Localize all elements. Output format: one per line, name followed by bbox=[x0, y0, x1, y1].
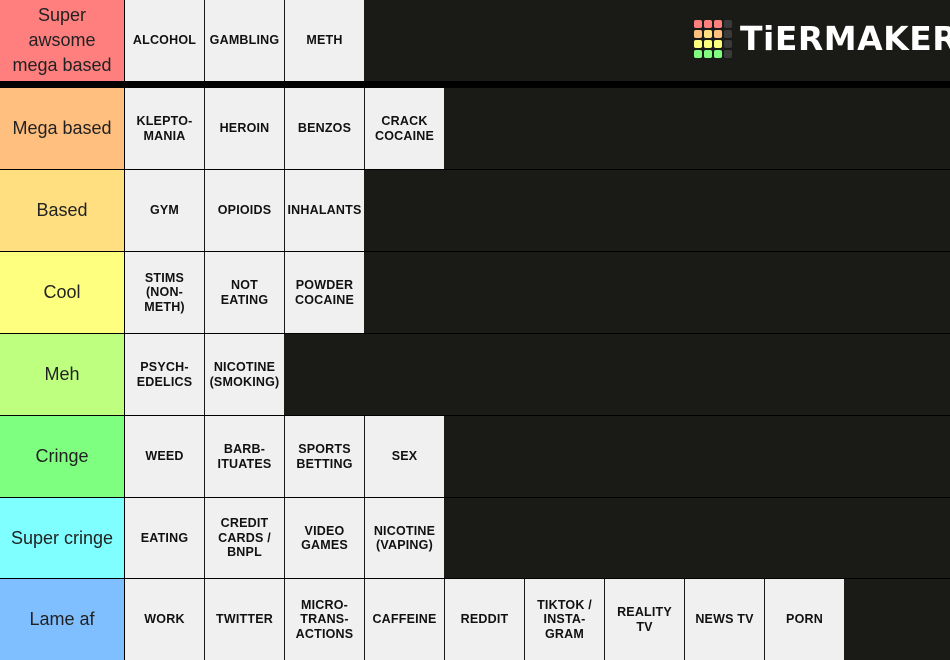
tier-item-card[interactable]: REDDIT bbox=[445, 579, 524, 660]
tier-item-card[interactable]: WEED bbox=[125, 416, 204, 497]
tier-item-card[interactable]: POWDER COCAINE bbox=[285, 252, 364, 333]
logo-square bbox=[694, 30, 702, 38]
tier-item-card[interactable]: CAFFEINE bbox=[365, 579, 444, 660]
tier-item-card[interactable]: GYM bbox=[125, 170, 204, 251]
logo-square bbox=[724, 30, 732, 38]
tier-item-card[interactable]: CREDIT CARDS / BNPL bbox=[205, 498, 284, 578]
tier-item-card[interactable]: WORK bbox=[125, 579, 204, 660]
tier-label[interactable]: Mega based bbox=[0, 88, 125, 169]
logo-square bbox=[724, 50, 732, 58]
tier-item-card[interactable]: NICOTINE (VAPING) bbox=[365, 498, 444, 578]
tiermaker-logo: TiERMAKER bbox=[694, 19, 950, 59]
tier-item-card[interactable]: REALITY TV bbox=[605, 579, 684, 660]
logo-square bbox=[704, 30, 712, 38]
tier-item-card[interactable]: TIKTOK / INSTA- GRAM bbox=[525, 579, 604, 660]
tier-item-card[interactable]: ALCOHOL bbox=[125, 0, 204, 81]
logo-square bbox=[694, 40, 702, 48]
tier-label[interactable]: Cringe bbox=[0, 416, 125, 497]
logo-square bbox=[714, 50, 722, 58]
logo-square bbox=[704, 40, 712, 48]
tier-item-card[interactable]: SEX bbox=[365, 416, 444, 497]
logo-square bbox=[704, 50, 712, 58]
tier-item-card[interactable]: TWITTER bbox=[205, 579, 284, 660]
tier-item-card[interactable]: CRACK COCAINE bbox=[365, 88, 444, 169]
tier-label[interactable]: Cool bbox=[0, 252, 125, 333]
tier-item-card[interactable]: HEROIN bbox=[205, 88, 284, 169]
logo-square bbox=[714, 20, 722, 28]
logo-square bbox=[724, 40, 732, 48]
logo-square bbox=[714, 30, 722, 38]
tier-item-card[interactable]: VIDEO GAMES bbox=[285, 498, 364, 578]
tier-item-card[interactable]: EATING bbox=[125, 498, 204, 578]
tier-item-card[interactable]: NICOTINE (SMOKING) bbox=[205, 334, 284, 415]
logo-square bbox=[694, 50, 702, 58]
tier-item-card[interactable]: METH bbox=[285, 0, 364, 81]
logo-grid-icon bbox=[694, 20, 732, 58]
tier-item-card[interactable]: MICRO- TRANS- ACTIONS bbox=[285, 579, 364, 660]
tier-item-card[interactable]: SPORTS BETTING bbox=[285, 416, 364, 497]
tier-label[interactable]: Super awsome mega based bbox=[0, 0, 125, 81]
tier-item-card[interactable]: KLEPTO- MANIA bbox=[125, 88, 204, 169]
tier-item-card[interactable]: STIMS (NON- METH) bbox=[125, 252, 204, 333]
tier-item-card[interactable]: NOT EATING bbox=[205, 252, 284, 333]
tier-label[interactable]: Lame af bbox=[0, 579, 125, 660]
tier-item-card[interactable]: GAMBLING bbox=[205, 0, 284, 81]
tier-label[interactable]: Super cringe bbox=[0, 498, 125, 578]
logo-square bbox=[714, 40, 722, 48]
tier-label[interactable]: Based bbox=[0, 170, 125, 251]
logo-square bbox=[724, 20, 732, 28]
tier-item-card[interactable]: PSYCH- EDELICS bbox=[125, 334, 204, 415]
tier-item-card[interactable]: NEWS TV bbox=[685, 579, 764, 660]
tier-item-card[interactable]: OPIOIDS bbox=[205, 170, 284, 251]
tier-item-card[interactable]: INHALANTS bbox=[285, 170, 364, 251]
tier-label[interactable]: Meh bbox=[0, 334, 125, 415]
logo-square bbox=[694, 20, 702, 28]
tier-item-card[interactable]: PORN bbox=[765, 579, 844, 660]
tier-item-card[interactable]: BENZOS bbox=[285, 88, 364, 169]
logo-square bbox=[704, 20, 712, 28]
tier-item-card[interactable]: BARB- ITUATES bbox=[205, 416, 284, 497]
logo-text: TiERMAKER bbox=[740, 19, 950, 58]
